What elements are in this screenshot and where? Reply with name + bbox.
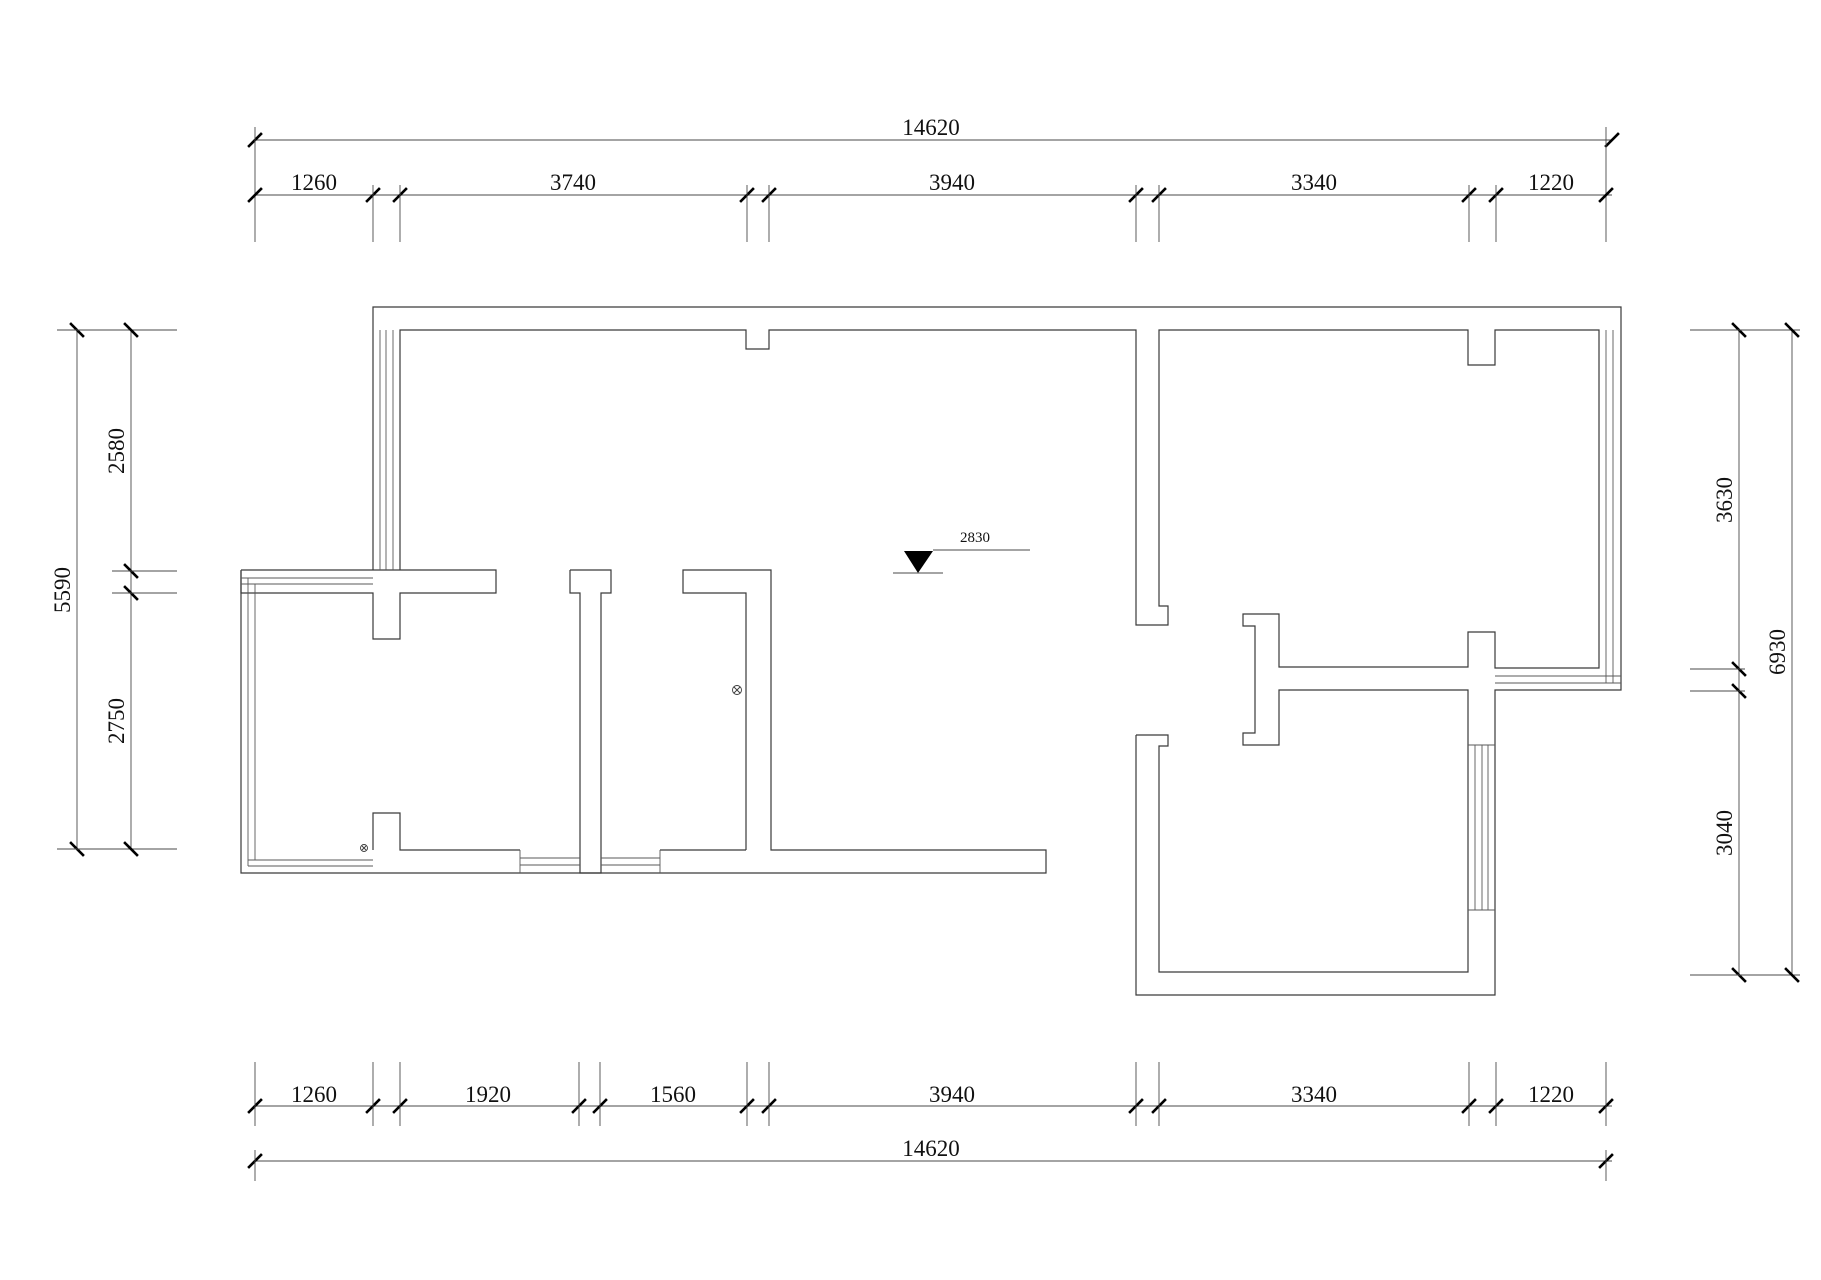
top-total-dimension: 14620 [902,115,960,140]
top-dimension-4: 3340 [1291,170,1337,195]
bottom-dimension-1: 1260 [291,1082,337,1107]
right-dimension-1: 3630 [1712,477,1737,523]
level-triangle-icon [904,551,933,573]
window-left-room [241,577,373,867]
bottom-dimension-2: 1920 [465,1082,511,1107]
bottom-dimension-4: 3940 [929,1082,975,1107]
bottom-dimension-chain: 1260 1920 1560 3940 3340 1220 14620 [247,1062,1614,1181]
top-dimension-chain: 14620 1260 3740 3940 3340 1220 [247,115,1620,242]
level-value: 2830 [960,530,990,546]
right-dimension-2: 3040 [1712,810,1737,856]
left-dimension-1: 2580 [104,428,129,474]
bottom-dimension-5: 3340 [1291,1082,1337,1107]
window-right-bottom [1468,744,1495,911]
bottom-total-dimension: 14620 [902,1136,960,1161]
top-dimension-5: 1220 [1528,170,1574,195]
right-total-dimension: 6930 [1765,629,1790,675]
left-dimension-2: 2750 [104,698,129,744]
bottom-dimension-6: 1220 [1528,1082,1574,1107]
top-dimension-2: 3740 [550,170,596,195]
level-marker: 2830 [893,530,1030,574]
left-dimension-chain: 5590 2580 2750 [50,322,177,857]
bottom-dimension-3: 1560 [650,1082,696,1107]
top-dimension-1: 1260 [291,170,337,195]
window-bottom-left [519,850,661,873]
window-right-top [1495,330,1621,684]
floor-drain-icon [732,685,742,695]
window-left-top [379,330,394,570]
left-total-dimension: 5590 [50,567,75,613]
floor-drain-icon [360,844,368,852]
top-dimension-3: 3940 [929,170,975,195]
wall-outline [240,306,1622,996]
right-dimension-chain: 3630 3040 6930 [1690,322,1800,983]
